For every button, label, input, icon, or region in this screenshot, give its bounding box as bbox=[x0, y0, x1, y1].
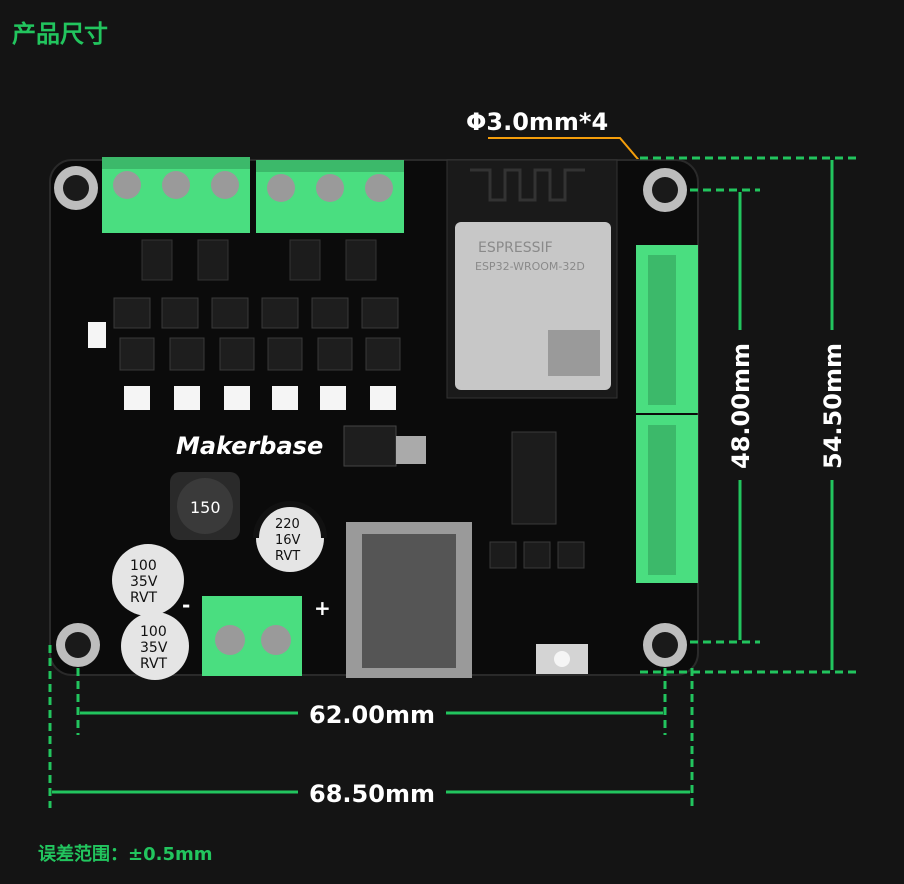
power-terminal bbox=[202, 596, 302, 676]
polarity-pos: + bbox=[314, 596, 331, 620]
capacitor-100-a: 100 35V RVT bbox=[112, 544, 184, 616]
brand-label: Makerbase bbox=[176, 432, 323, 460]
svg-text:100: 100 bbox=[140, 624, 167, 640]
dimension-lines bbox=[52, 160, 834, 794]
svg-text:100: 100 bbox=[130, 558, 157, 574]
svg-text:35V: 35V bbox=[130, 574, 158, 590]
svg-text:RVT: RVT bbox=[130, 590, 158, 606]
usb-b-port bbox=[346, 522, 472, 678]
esp32-module: ESPRESSIF ESP32-WROOM-32D bbox=[446, 159, 618, 399]
mounting-hole-tr bbox=[643, 168, 687, 212]
dimension-guides bbox=[48, 156, 860, 808]
driver-ic bbox=[511, 431, 557, 525]
jst-connector-lower bbox=[636, 415, 698, 583]
terminal-block-left bbox=[102, 157, 250, 233]
svg-text:RVT: RVT bbox=[275, 549, 300, 564]
mounting-hole-tl bbox=[54, 166, 98, 210]
tolerance-note: 误差范围：±0.5mm bbox=[38, 844, 213, 865]
reset-button bbox=[536, 644, 588, 674]
svg-text:RVT: RVT bbox=[140, 656, 168, 672]
svg-text:150: 150 bbox=[190, 498, 221, 517]
page-title: 产品尺寸 bbox=[12, 20, 108, 48]
capacitor-220: 220 16V RVT bbox=[253, 501, 327, 572]
mosfet-array bbox=[113, 297, 401, 371]
svg-text:35V: 35V bbox=[140, 640, 168, 656]
dim-inner-width: 62.00mm bbox=[309, 701, 435, 729]
module-model: ESP32-WROOM-32D bbox=[475, 260, 585, 273]
svg-text:16V: 16V bbox=[275, 533, 301, 548]
mounting-hole-bl bbox=[56, 623, 100, 667]
module-brand: ESPRESSIF bbox=[478, 240, 553, 256]
polarity-neg: - bbox=[182, 593, 190, 617]
dim-outer-height: 54.50mm bbox=[819, 343, 847, 469]
mounting-hole-br bbox=[643, 623, 687, 667]
svg-text:220: 220 bbox=[275, 517, 300, 532]
terminal-block-right bbox=[256, 160, 404, 233]
mounting-hole-label: Φ3.0mm*4 bbox=[466, 108, 609, 136]
inductor: 150 bbox=[170, 472, 240, 540]
capacitor-100-b: 100 35V RVT bbox=[121, 612, 189, 680]
dim-outer-width: 68.50mm bbox=[309, 780, 435, 808]
jst-connector-upper bbox=[636, 245, 698, 413]
dim-inner-height: 48.00mm bbox=[727, 343, 755, 469]
